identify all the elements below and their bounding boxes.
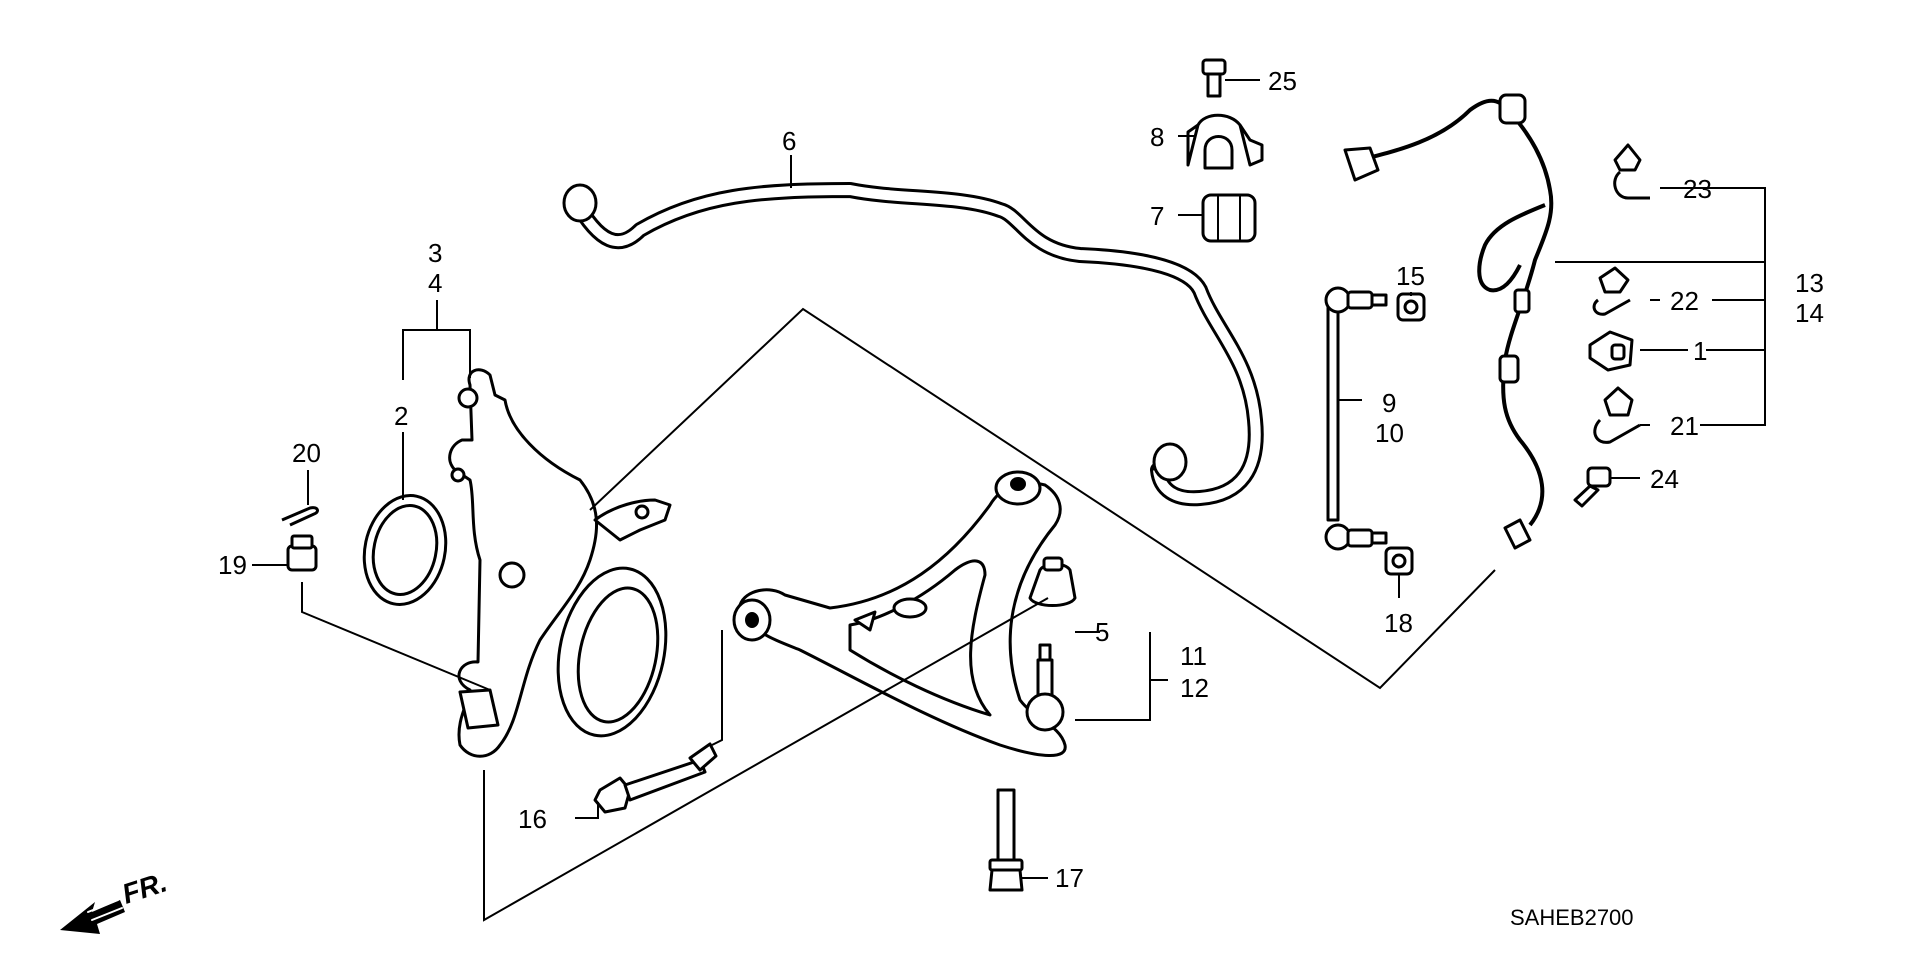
callout-23: 23 [1683, 174, 1712, 204]
callout-9: 9 [1382, 388, 1396, 418]
callout-21: 21 [1670, 411, 1699, 441]
sensor-clip-23[interactable] [1613, 143, 1650, 200]
callout-4: 4 [428, 268, 442, 298]
snap-ring[interactable] [354, 488, 455, 612]
lower-arm-bolt[interactable] [593, 742, 718, 814]
callout-5: 5 [1095, 617, 1109, 647]
steering-knuckle[interactable] [448, 368, 681, 758]
ball-joint[interactable] [1025, 643, 1065, 732]
callout-19: 19 [218, 550, 247, 580]
callout-14: 14 [1795, 298, 1824, 328]
sensor-clip-21[interactable] [1593, 386, 1641, 444]
callout-8: 8 [1150, 122, 1164, 152]
lower-arm-bolt-17[interactable] [988, 788, 1024, 892]
wheel-sensor[interactable] [1343, 93, 1554, 550]
callout-12: 12 [1180, 673, 1209, 703]
callout-7: 7 [1150, 201, 1164, 231]
callout-labels: 6 25 8 7 15 9 10 18 3 4 2 20 19 5 11 12 … [218, 66, 1824, 893]
callout-17: 17 [1055, 863, 1084, 893]
callout-16: 16 [518, 804, 547, 834]
link-nut-upper[interactable] [1396, 292, 1426, 322]
stabilizer-bolt[interactable] [1201, 58, 1227, 98]
lower-arm[interactable] [732, 470, 1067, 757]
stabilizer-bar[interactable] [562, 182, 1264, 507]
callout-1: 1 [1693, 336, 1707, 366]
ball-joint-boot[interactable] [1028, 556, 1077, 607]
callout-24: 24 [1650, 464, 1679, 494]
callout-25: 25 [1268, 66, 1297, 96]
callout-10: 10 [1375, 418, 1404, 448]
diagram-code: SAHEB2700 [1510, 905, 1634, 930]
callout-2: 2 [394, 401, 408, 431]
callout-6: 6 [782, 126, 796, 156]
callout-15: 15 [1396, 261, 1425, 291]
sensor-clip-22[interactable] [1592, 266, 1631, 316]
sensor-bolt-24[interactable] [1573, 466, 1612, 508]
stabilizer-link[interactable] [1324, 286, 1388, 551]
castle-nut[interactable] [286, 534, 318, 572]
link-nut-lower[interactable] [1384, 546, 1414, 576]
callout-22: 22 [1670, 286, 1699, 316]
stabilizer-bushing[interactable] [1201, 193, 1257, 243]
callout-13: 13 [1795, 268, 1824, 298]
callout-3: 3 [428, 238, 442, 268]
callout-20: 20 [292, 438, 321, 468]
sensor-clip-1[interactable] [1588, 330, 1634, 372]
cotter-pin[interactable] [281, 506, 319, 527]
leader-lines [252, 79, 1766, 922]
front-direction-arrow: FR. [60, 866, 171, 934]
front-label: FR. [118, 866, 170, 909]
callout-11: 11 [1180, 641, 1207, 671]
stabilizer-holder[interactable] [1186, 113, 1264, 170]
callout-18: 18 [1384, 608, 1413, 638]
